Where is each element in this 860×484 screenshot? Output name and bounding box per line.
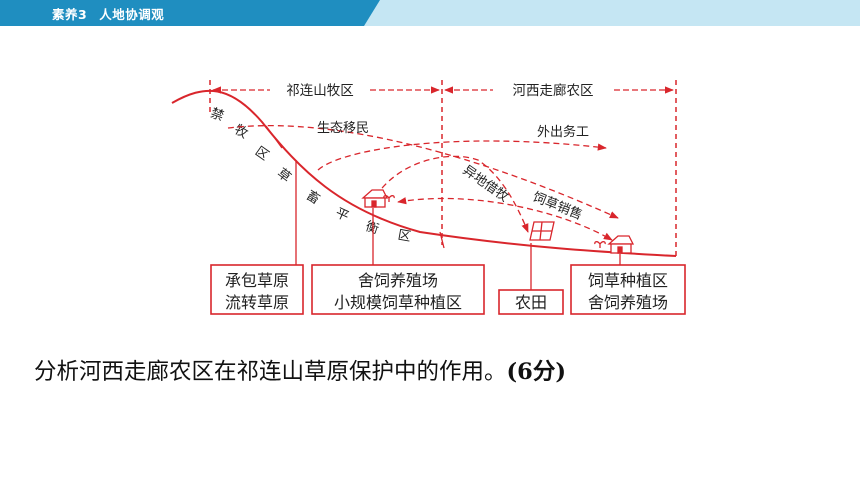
slope-char-ban-3: 区 [252,144,271,164]
slope-char-balance-1: 草 [274,166,293,186]
mountain-slope [171,89,677,257]
flow-label-labor: 外出务工 [537,124,589,140]
question-score: (6分) [506,359,566,385]
region-label-left: 祁连山牧区 [286,83,354,99]
slope-char-balance-3: 平 [333,206,351,225]
house-right-icon [607,235,635,254]
section-tab [0,0,380,26]
section-label: 素养3 [52,7,88,22]
box-forage-feeding [570,264,686,315]
box-farmland [498,289,564,315]
section-title: 人地协调观 [99,7,165,22]
forage-sales-arrow [397,197,613,241]
box-contract-grassland [210,264,304,315]
migration-arrow [227,124,619,219]
flow-label-forage-sales: 饲草销售 [531,189,585,223]
slope-char-ban-2: 牧 [231,122,250,141]
slope-char-balance-5: 区 [397,228,412,245]
house-icon [361,189,389,208]
box-forage-line2: 舍饲养殖场 [588,293,668,312]
top-banner: 素养3 人地协调观 [0,0,860,26]
sprout-icon [383,195,395,202]
flow-label-migration: 生态移民 [317,121,369,136]
sprout-right-icon [594,241,606,248]
question-text: 分析河西走廊农区在祁连山草原保护中的作用。(6分) [34,354,566,386]
slope-char-balance-2: 畜 [303,187,323,207]
slope-char-balance-4: 衡 [364,219,381,237]
box-contract-line2: 流转草原 [225,293,289,312]
box-feeding-small-scale [311,264,485,315]
labor-arrow [317,140,607,171]
slope-tick-upper [265,125,283,149]
slope-char-ban-1: 禁 [208,106,225,125]
box-forage-line1: 饲草种植区 [588,271,668,290]
box-feeding-line2: 小规模饲草种植区 [334,293,462,312]
box-farmland-label: 农田 [515,293,547,312]
box-contract-line1: 承包草原 [225,271,289,290]
question-body: 分析河西走廊农区在祁连山草原保护中的作用。 [34,359,507,385]
section-heading: 素养3 人地协调观 [52,4,164,23]
region-label-right: 河西走廊农区 [513,82,594,99]
farmland-icon [529,221,555,241]
box-feeding-line1: 舍饲养殖场 [358,271,438,290]
